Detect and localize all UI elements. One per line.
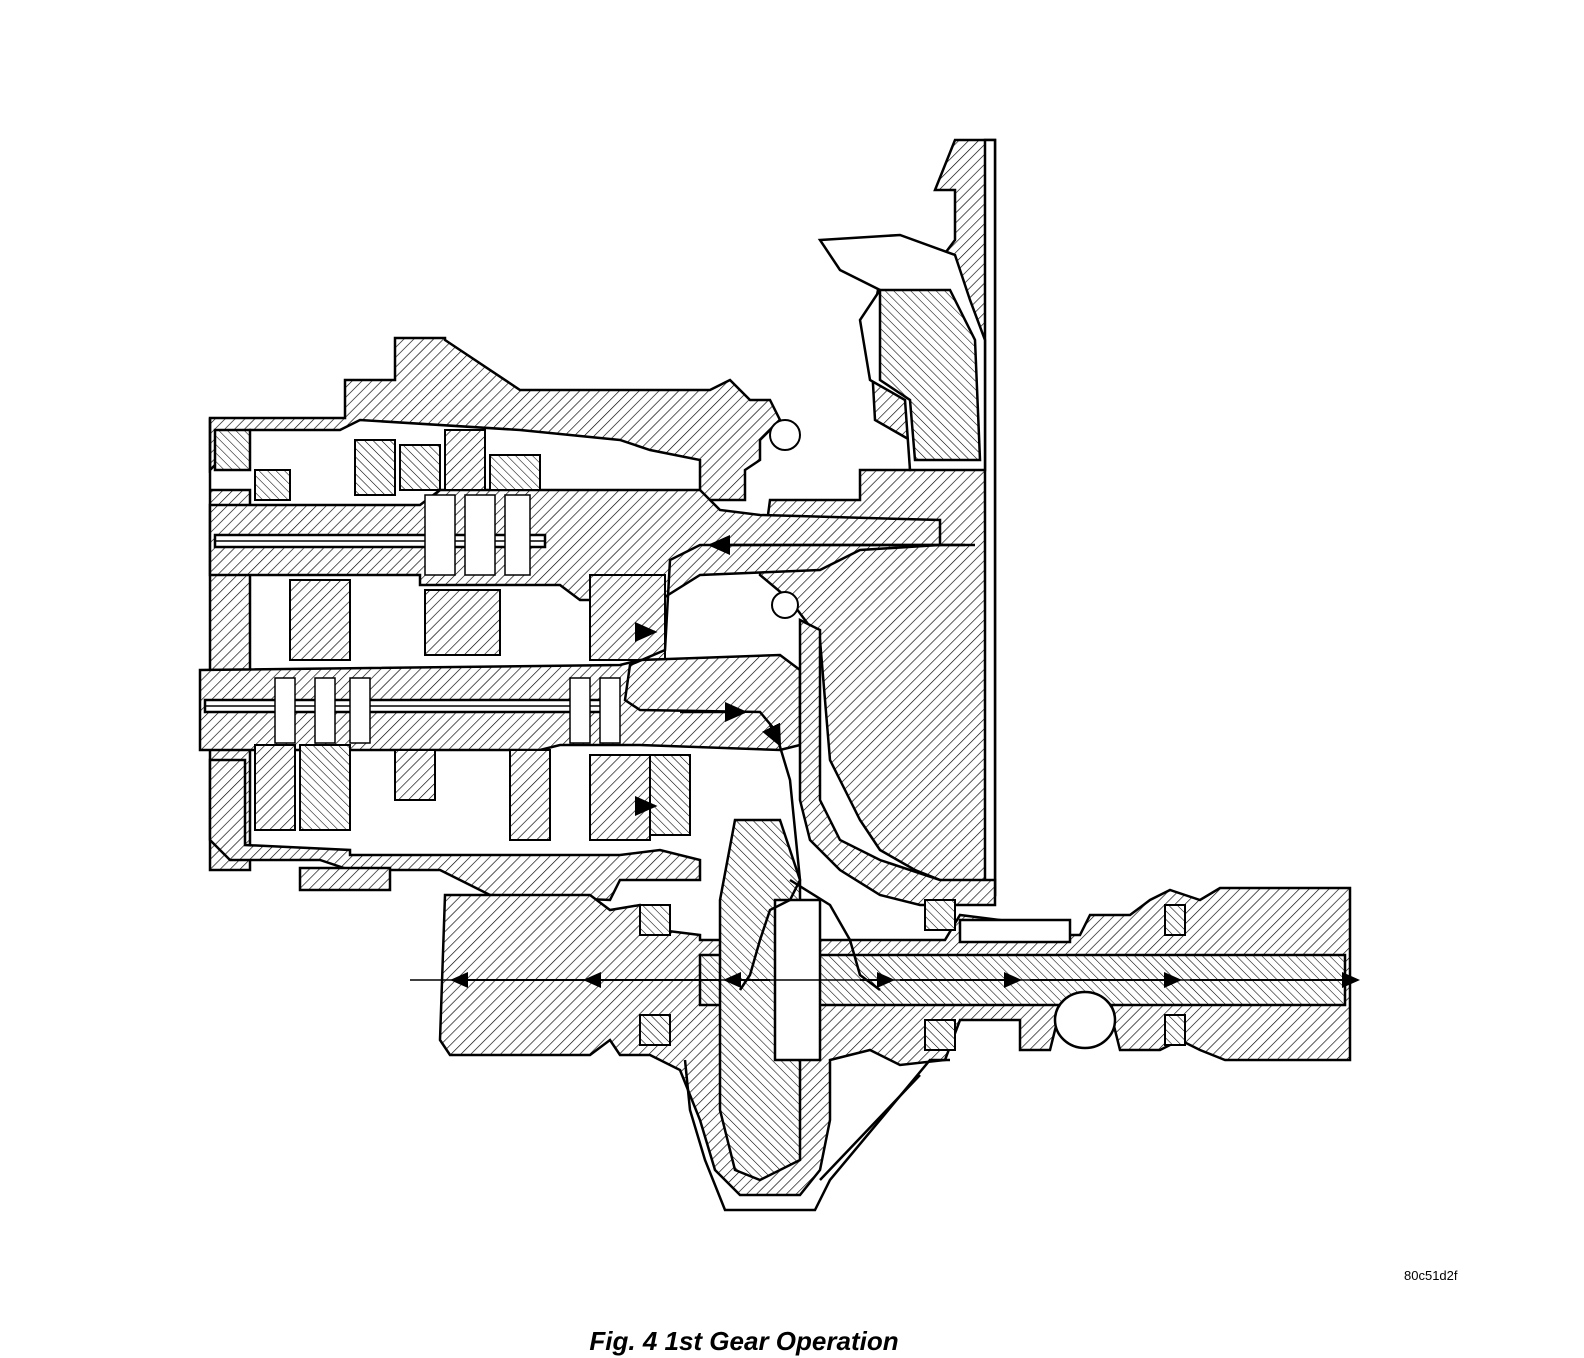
figure-caption-text: Fig. 4 1st Gear Operation [589,1326,899,1356]
output-shaft [198,653,802,752]
figure-reference-code: 80c51d2f [1404,1268,1458,1283]
differential-cover [683,1058,950,1212]
figure-caption: Fig. 4 1st Gear Operation [0,1326,1584,1357]
lower-case [208,617,997,907]
lower-gear-set [254,744,691,841]
upper-gear-set [254,429,666,661]
input-shaft [208,488,942,602]
bearings [639,419,1186,1051]
